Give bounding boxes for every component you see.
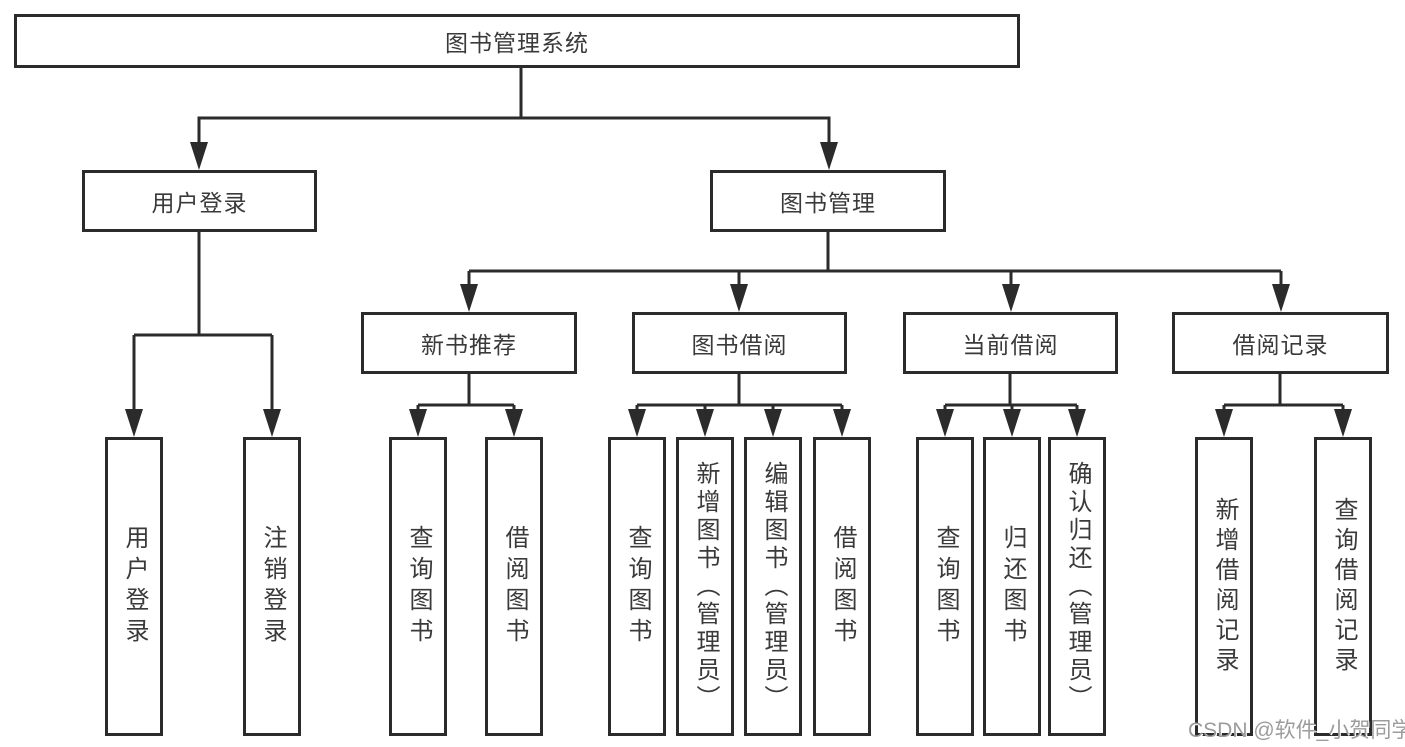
arrowhead-nbr-query: [409, 409, 427, 437]
arrowhead-bb-query: [628, 409, 646, 437]
node-leaf-bb-borrow-books: 借阅图书: [813, 437, 871, 736]
arrowhead-bb-edit: [764, 409, 782, 437]
node-leaf-nbr-query-books: 查询图书: [389, 437, 447, 736]
arrowhead-book-mgmt: [820, 142, 838, 170]
node-leaf-br-add-record: 新增借阅记录: [1195, 437, 1253, 736]
arrowhead-login: [125, 409, 143, 437]
node-leaf-nbr-borrow-books: 借阅图书: [485, 437, 543, 736]
node-leaf-br-add-record-label: 新增借阅记录: [1211, 496, 1238, 677]
node-new-book-recommend: 新书推荐: [361, 312, 577, 374]
node-book-borrow-label: 图书借阅: [691, 332, 788, 358]
node-borrow-records-label: 借阅记录: [1232, 332, 1329, 358]
arrowhead-cb-confirm: [1068, 409, 1086, 437]
node-leaf-user-login: 用户登录: [105, 437, 163, 736]
arrowhead-bookborrow: [730, 284, 748, 312]
node-leaf-cb-confirm-return-admin-label: 确认归还（管理员）: [1064, 460, 1091, 713]
node-leaf-cb-return-books-label: 归还图书: [999, 524, 1026, 649]
arrowhead-logout: [263, 409, 281, 437]
node-leaf-br-query-record-label: 查询借阅记录: [1330, 496, 1357, 677]
arrowhead-curborrow: [1002, 284, 1020, 312]
node-borrow-records: 借阅记录: [1172, 312, 1389, 374]
node-leaf-bb-edit-books-admin-label: 编辑图书（管理员）: [760, 460, 787, 713]
node-book-management-label: 图书管理: [780, 190, 876, 216]
node-root-label: 图书管理系统: [445, 30, 589, 56]
node-leaf-bb-query-books: 查询图书: [608, 437, 666, 736]
node-leaf-user-login-label: 用户登录: [121, 524, 148, 649]
arrowhead-newbookrec: [460, 284, 478, 312]
arrowhead-cb-query: [936, 409, 954, 437]
node-leaf-cb-confirm-return-admin: 确认归还（管理员）: [1048, 437, 1106, 736]
node-leaf-bb-add-books-admin-label: 新增图书（管理员）: [692, 460, 719, 713]
node-user-login: 用户登录: [82, 170, 317, 232]
node-current-borrow: 当前借阅: [903, 312, 1118, 374]
arrowhead-bb-add: [696, 409, 714, 437]
edge-root-branch: [197, 116, 831, 144]
node-leaf-br-query-record: 查询借阅记录: [1314, 437, 1372, 736]
node-leaf-logout: 注销登录: [243, 437, 301, 736]
node-leaf-bb-borrow-books-label: 借阅图书: [829, 524, 856, 649]
arrowhead-cb-return: [1003, 409, 1021, 437]
node-current-borrow-label: 当前借阅: [962, 332, 1059, 358]
node-book-management: 图书管理: [710, 170, 946, 232]
node-leaf-bb-edit-books-admin: 编辑图书（管理员）: [744, 437, 802, 736]
node-leaf-cb-query-books-label: 查询图书: [932, 524, 959, 649]
node-leaf-bb-query-books-label: 查询图书: [624, 524, 651, 649]
arrowhead-borrowrec: [1272, 284, 1290, 312]
node-leaf-cb-return-books: 归还图书: [983, 437, 1041, 736]
arrowhead-br-add: [1215, 409, 1233, 437]
node-leaf-nbr-borrow-books-label: 借阅图书: [501, 524, 528, 649]
node-book-borrow: 图书借阅: [632, 312, 847, 374]
node-leaf-bb-add-books-admin: 新增图书（管理员）: [676, 437, 734, 736]
node-leaf-cb-query-books: 查询图书: [916, 437, 974, 736]
node-user-login-label: 用户登录: [151, 190, 248, 216]
arrowhead-bb-borrow: [833, 409, 851, 437]
node-root: 图书管理系统: [14, 14, 1020, 68]
node-new-book-recommend-label: 新书推荐: [421, 332, 517, 358]
arrowhead-br-query: [1334, 409, 1352, 437]
arrowhead-nbr-borrow: [505, 409, 523, 437]
node-leaf-nbr-query-books-label: 查询图书: [405, 524, 432, 649]
node-leaf-logout-label: 注销登录: [259, 524, 286, 649]
csdn-watermark: CSDN @软件_小贺同学: [1188, 719, 1405, 742]
arrowhead-user-login: [190, 142, 208, 170]
